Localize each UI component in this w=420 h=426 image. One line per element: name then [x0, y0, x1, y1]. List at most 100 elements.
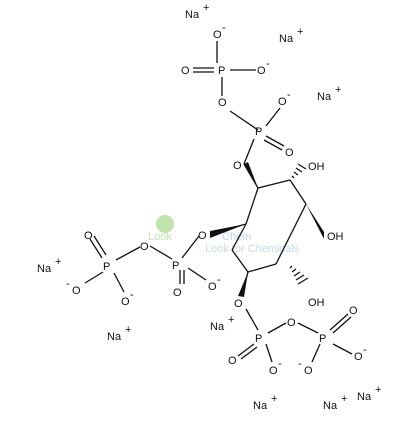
oxygen-atom: O [234, 298, 243, 310]
oxide-anion: O- [269, 358, 282, 377]
svg-text:Na: Na [279, 33, 294, 45]
hashed-bond [289, 265, 309, 285]
svg-text:O: O [213, 29, 222, 41]
wedge-bond [244, 162, 258, 188]
p-o-bond [265, 107, 281, 127]
svg-text:+: + [375, 384, 381, 396]
hydroxyl-group: OH [327, 231, 344, 243]
svg-text:Na: Na [253, 400, 268, 412]
hydroxyl-group: OH [308, 161, 325, 173]
svg-text:-: - [266, 58, 270, 70]
sodium-ion: Na+ [323, 393, 347, 412]
sodium-ion: Na+ [279, 26, 303, 45]
oxide-anion: O- [208, 274, 221, 293]
ring-bond [289, 179, 307, 205]
oxide-anion: O- [354, 344, 367, 363]
watermark-brand-right: Chem [222, 231, 251, 243]
svg-text:Na: Na [357, 391, 372, 403]
phosphorus-atom: P [172, 260, 179, 272]
oxygen-atom: O [140, 241, 149, 253]
svg-text:+: + [125, 324, 131, 336]
p-o-bond [267, 322, 287, 334]
ring-bond [231, 249, 249, 273]
phosphorus-atom: P [103, 261, 110, 273]
svg-text:-: - [278, 358, 282, 370]
svg-text:-: - [222, 22, 226, 34]
oxide-anion: O- [213, 22, 226, 41]
o-p-bond [115, 246, 141, 261]
svg-text:-: - [287, 89, 291, 101]
o-p-bond [243, 138, 255, 165]
oxygen-atom: O [84, 230, 93, 242]
p-o-bond [229, 110, 259, 131]
svg-text:O: O [208, 281, 217, 293]
p-double-o-bond [93, 235, 107, 256]
svg-text:+: + [203, 2, 209, 14]
o-p-bond [181, 235, 200, 259]
svg-text:+: + [297, 26, 303, 38]
svg-text:-: - [363, 344, 367, 356]
p-double-o-bond [240, 346, 258, 360]
oxygen-atom: O [287, 317, 296, 329]
sodium-ion: Na+ [317, 84, 341, 103]
oxide-anion: O- [121, 289, 134, 308]
p-o-bond [149, 245, 173, 260]
oxygen-atom: O [181, 65, 190, 77]
ring-bond [257, 179, 291, 189]
watermark-brand-left: Look [148, 231, 172, 243]
p-double-o-bond [237, 343, 255, 357]
sodium-ion: Na+ [185, 2, 209, 21]
hashed-bond [291, 163, 307, 179]
o-p-bond [297, 322, 319, 334]
svg-text:O: O [304, 365, 313, 377]
p-double-o-bond [263, 139, 283, 151]
o-p-bond [245, 308, 259, 331]
oxide-anion: O- [257, 58, 270, 77]
atom-labels: Na+ Na+ Na+ Na+ Na+ Na+ Na+ Na+ Na+ O- O… [37, 2, 381, 412]
ring-bond [275, 231, 293, 265]
sodium-ion: Na+ [107, 324, 131, 343]
svg-text:O: O [354, 351, 363, 363]
p-o-bond [311, 343, 321, 363]
ring-bond [291, 203, 307, 233]
watermark-tagline: Look for Chemicals [205, 243, 300, 255]
wedge-bond [306, 204, 324, 239]
svg-text:-: - [298, 358, 302, 370]
phosphorus-atom: P [319, 333, 326, 345]
phosphorus-atom: P [255, 126, 262, 138]
p-o-bond [187, 267, 207, 281]
phosphorus-atom: P [218, 65, 225, 77]
p-o-bond [332, 343, 353, 355]
ring-bond [247, 263, 277, 273]
bonds [84, 41, 353, 363]
sodium-ion: Na+ [210, 314, 234, 333]
watermark-logo-icon [156, 215, 174, 233]
oxide-anion: O- [278, 89, 291, 108]
oxygen-atom: O [173, 287, 182, 299]
p-double-o-bond [265, 135, 285, 147]
svg-text:Na: Na [107, 331, 122, 343]
p-double-o-bond [89, 238, 103, 259]
svg-text:-: - [130, 289, 134, 301]
oxygen-atom: O [198, 230, 207, 242]
svg-text:-: - [217, 274, 221, 286]
p-double-o-bond [329, 313, 349, 331]
svg-text:O: O [121, 296, 130, 308]
hydroxyl-group: OH [308, 297, 325, 309]
ring-bond [245, 187, 259, 225]
sodium-ion: Na+ [253, 393, 277, 412]
sodium-ion: Na+ [37, 256, 61, 275]
svg-text:+: + [341, 393, 347, 405]
svg-text:O: O [257, 65, 266, 77]
svg-text:O: O [278, 96, 287, 108]
wedge-bond [210, 224, 246, 238]
svg-text:O: O [269, 365, 278, 377]
svg-text:Na: Na [37, 263, 52, 275]
p-double-o-bond [332, 316, 352, 334]
oxygen-atom: O [233, 160, 242, 172]
svg-text:O: O [72, 285, 81, 297]
ring-bond [231, 223, 247, 251]
oxide-anion: O- [66, 278, 81, 297]
sodium-ion: Na+ [357, 384, 381, 403]
